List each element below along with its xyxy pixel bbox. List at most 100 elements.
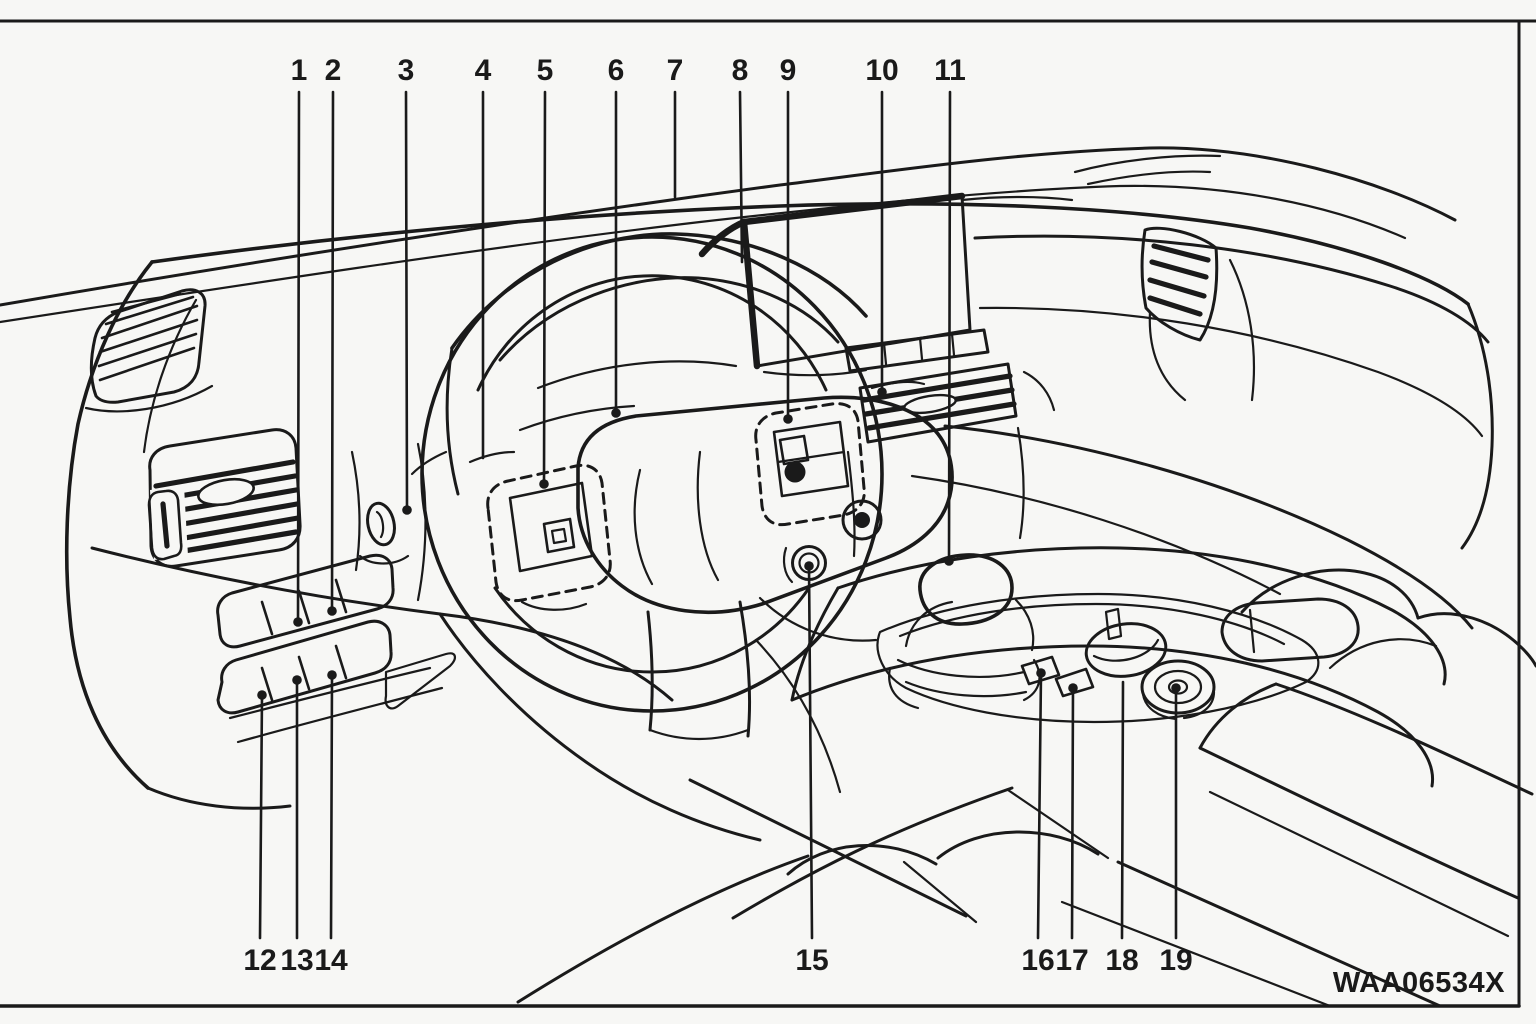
callout-19: 19 [1159,683,1193,977]
cupholder-path [1104,607,1123,641]
instrument-cluster-path [536,360,738,390]
steering-wheel-path [576,395,954,614]
console-dial-path [1153,669,1203,705]
dashboard-outline-path [978,306,1484,438]
gear-shifter [888,553,1041,710]
gear-shifter-path [1014,598,1035,652]
windshield-lines-path [1073,154,1222,174]
front-seats-path [1006,788,1110,860]
callout-14: 14 [314,670,348,977]
instrument-cluster-path [498,276,840,362]
steering-wheel-path [648,728,750,741]
leader-dot-6 [611,408,621,418]
leader-dot-10 [877,387,887,397]
driver-switch-panels-path [384,652,456,710]
leader-line-15 [807,564,814,940]
driver-switch-panels [216,553,456,744]
leader-line-11 [947,90,952,563]
page-frame [0,19,1536,1008]
callout-number-5: 5 [537,54,554,87]
gear-shifter-path [1022,658,1041,702]
console-buttons [1020,655,1095,698]
dashboard-outline-path [142,298,198,454]
front-seats-path [516,854,810,1004]
steering-switch-pod-right-path [754,402,866,527]
headlight-switch-knob-path [375,510,385,539]
instrument-cluster-path [468,450,516,464]
steering-switch-pod-right-path [772,420,850,498]
gear-shifter-path [904,680,1028,698]
dashboard-outline-path [438,612,762,842]
console-tray-path [1220,597,1360,663]
dashboard-outline-path [150,202,1470,306]
dashboard-outline-path [146,786,292,810]
leader-dot-15 [804,561,814,571]
callout-5: 5 [537,54,554,489]
center-console-path [754,638,842,794]
left-air-vent-path [147,489,183,561]
callout-number-9: 9 [780,54,797,87]
steering-switch-pod-left-path [520,600,588,611]
console-dial [1140,659,1216,721]
callout-number-17: 17 [1055,944,1088,977]
leader-dot-12 [257,690,267,700]
center-stack-vents-path [844,328,990,373]
front-seats-path [688,778,968,918]
right-side-vent-path [1228,258,1256,402]
leader-dot-11 [944,556,954,566]
right-side-vent-path [1147,243,1211,317]
front-seats-path [1116,860,1442,1008]
callout-11: 11 [934,54,966,566]
gear-shifter-path [888,666,920,710]
center-stack-vents-path [858,362,1018,444]
stack-knob-center [854,512,870,528]
left-demister-vent-path [89,288,207,404]
leader-dot-17 [1068,683,1078,693]
cupholder-path [1084,622,1168,678]
center-stack-vents-path [1022,370,1056,412]
center-console [754,546,1447,794]
center-stack-vents-path [846,450,856,558]
front-seats-path [1208,790,1510,938]
instrument-cluster-path [445,346,460,496]
leader-dot-3 [402,505,412,515]
steering-switch-pod-right [754,402,866,527]
center-display-path [960,195,1074,202]
figure-code: WAA06534X [1333,967,1505,999]
callout-number-15: 15 [795,944,828,977]
steering-switch-pod-left [486,463,612,611]
steering-emblem [784,461,806,483]
leader-dot-2 [327,606,337,616]
dashboard-outline-path [973,234,1490,344]
illustration [0,146,1536,1008]
callout-10: 10 [865,54,899,397]
steering-switch-pod-right-path [778,434,810,466]
steering-wheel-path [696,450,720,582]
windshield-lines [0,146,1457,324]
front-seats-path [1198,746,1520,900]
front-seats-path [1198,682,1278,750]
leader-line-18 [1120,680,1125,940]
gear-shifter-path [896,658,1026,678]
console-tray [1220,597,1360,663]
front-seats [516,568,1536,1008]
callout-17: 17 [1055,683,1089,977]
center-display-path [740,218,761,370]
front-seats-path [1274,682,1534,796]
driver-switch-panels-path [216,619,393,715]
cupholder [1084,607,1168,678]
driver-switch-panels-path [236,686,444,744]
instrument-cluster-path [518,404,636,432]
callout-number-14: 14 [314,944,348,977]
callout-number-3: 3 [398,54,415,87]
callout-number-19: 19 [1159,944,1192,977]
front-seats-path [1060,900,1332,1008]
callout-number-12: 12 [243,944,276,977]
leader-line-2 [330,90,335,613]
leader-line-1 [296,90,301,624]
callout-16: 16 [1021,668,1055,977]
center-console-path [790,586,840,702]
center-display-path [742,194,972,368]
driver-switch-panels-path [260,578,348,636]
